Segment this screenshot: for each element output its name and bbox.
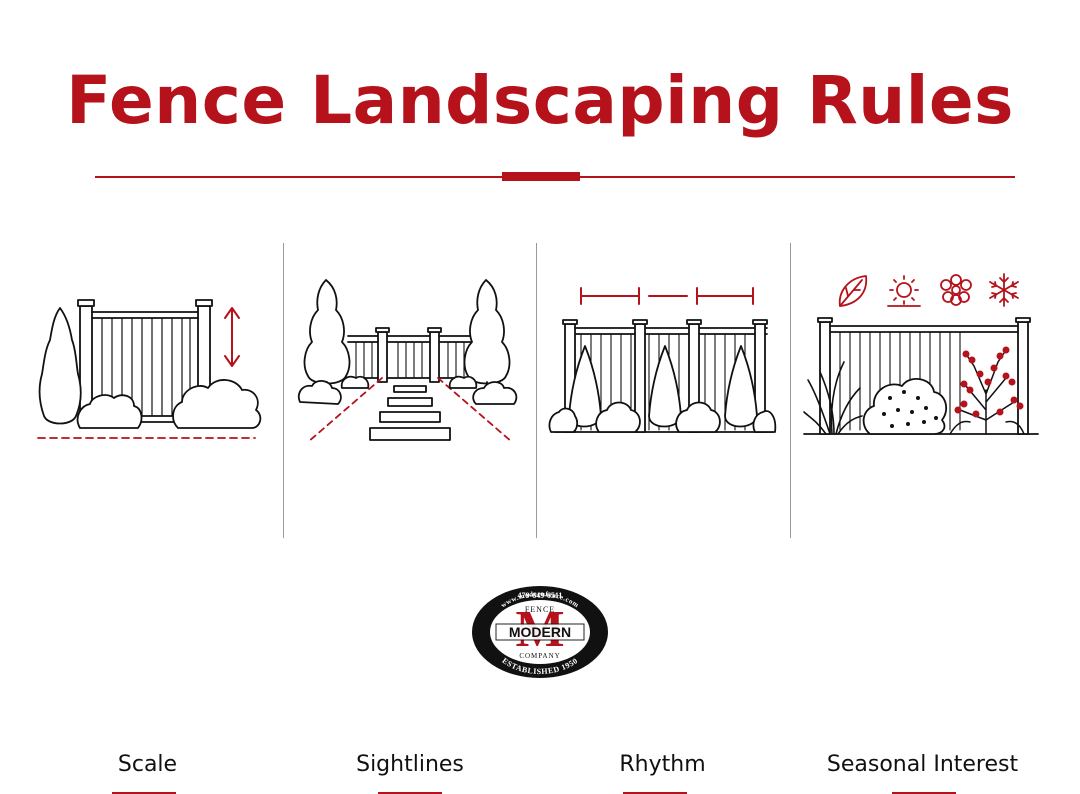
sun-icon [887,275,921,307]
sightlines-illustration [297,279,518,443]
conifer-tree [303,279,351,385]
conifer-shrub [724,345,758,428]
garden-path [369,385,451,441]
panel-divider [283,243,284,538]
ornamental-grass [803,361,863,435]
panel-label-sightlines: Sightlines [356,752,464,777]
spacing-marker-icon [580,287,754,305]
flower-icon [940,274,972,306]
logo-fence-text: FENCE [525,605,555,614]
logo-company-text: COMPANY [519,652,560,660]
round-shrub [675,401,721,433]
round-shrub [448,375,478,389]
berry-shrub [949,349,1025,435]
fence-panel [347,327,473,383]
round-shrub [76,394,143,429]
fence-panel [803,317,1039,435]
seasonal-interest-panel: Seasonal Interest [800,270,1045,794]
panel-label-scale: Scale [117,752,178,777]
large-bush [172,379,262,429]
panel-divider [790,243,791,538]
modern-fence-logo: www.modernfence.com 479-649-6511 ESTABLI… [468,582,612,687]
conifer-shrub [568,345,602,428]
conifer-shrub [648,345,682,428]
flowering-bush [862,378,948,435]
panel-label-seasonal-interest: Seasonal Interest [826,752,1019,777]
conifer-shrub [38,307,82,425]
scale-illustration [37,299,262,439]
round-shrub [297,380,342,405]
conifer-tree [463,279,511,385]
logo-phone: 479-649-6511 [518,591,563,600]
round-shrub [752,410,777,433]
logo-name: MODERN [509,624,571,640]
round-shrub [472,381,518,405]
snowflake-icon [989,273,1019,307]
round-shrub [595,401,641,433]
company-logo: www.modernfence.com 479-649-6511 ESTABLI… [472,586,608,678]
panel-label-rhythm: Rhythm [619,752,706,777]
seasonal-illustration [803,273,1039,435]
height-arrow-icon [224,307,240,367]
panel-divider [536,243,537,538]
leaf-icon [838,275,868,307]
berry-cluster [954,346,1024,418]
rhythm-illustration [548,287,777,433]
scale-panel: Scale [30,270,265,794]
round-shrub [340,375,370,389]
title-divider-accent [502,172,580,181]
rhythm-panel: Rhythm [545,270,780,794]
sightlines-panel: Sightlines [290,270,530,794]
page-title: Fence Landscaping Rules [66,62,1014,139]
round-shrub [548,407,579,433]
